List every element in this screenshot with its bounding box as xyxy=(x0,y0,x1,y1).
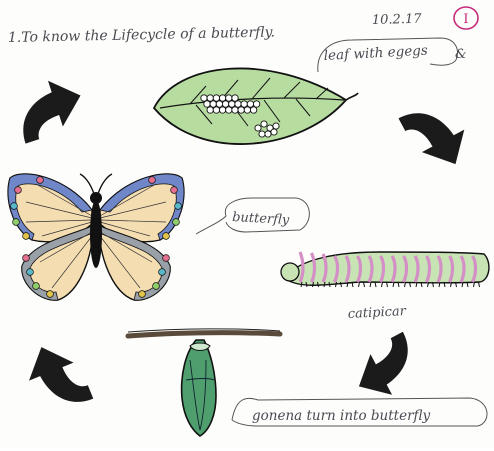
chrysalis-label: gonena turn into butterfly xyxy=(252,408,431,424)
page-number-badge: I xyxy=(454,7,478,29)
egg xyxy=(204,101,210,107)
butterfly-antennae xyxy=(80,174,112,194)
arrow-to-leaf-icon xyxy=(9,73,89,144)
arrow-to-butterfly-icon xyxy=(19,336,93,418)
egg xyxy=(265,131,271,137)
egg xyxy=(219,107,225,113)
egg xyxy=(207,107,213,113)
egg xyxy=(213,95,219,101)
chrysalis-cap xyxy=(190,343,210,351)
wing-spot xyxy=(27,269,34,276)
wing-spot xyxy=(37,177,44,184)
egg xyxy=(247,101,253,107)
wing-spot xyxy=(23,233,30,240)
wing-spot xyxy=(163,233,170,240)
egg xyxy=(201,95,207,101)
caterpillar-icon xyxy=(281,252,489,287)
egg xyxy=(271,129,277,135)
wing-spot xyxy=(171,187,178,194)
diagram-title: 1.To know the Lifecycle of a butterfly. xyxy=(8,24,275,46)
egg xyxy=(232,107,238,113)
chrysalis-stage: gonena turn into butterfly xyxy=(128,329,487,436)
page-number: I xyxy=(463,12,468,27)
egg xyxy=(213,107,219,113)
egg xyxy=(226,95,232,101)
wing-spot xyxy=(33,283,40,290)
egg xyxy=(253,101,259,107)
butterfly-stage: butterfly xyxy=(8,174,309,300)
wing-spot xyxy=(23,255,30,262)
egg xyxy=(259,131,265,137)
egg xyxy=(229,101,235,107)
wing-spot xyxy=(175,203,182,210)
wing-spot xyxy=(139,291,146,298)
wing-spot xyxy=(11,203,18,210)
egg xyxy=(238,107,244,113)
butterfly-label: butterfly xyxy=(232,210,290,228)
egg xyxy=(207,95,213,101)
diagram-date: 10.2.17 xyxy=(372,12,423,28)
arrow-to-chrysalis-icon xyxy=(346,332,427,407)
butterfly-head xyxy=(90,192,102,204)
leaf-stem xyxy=(346,93,358,100)
egg xyxy=(241,101,247,107)
egg xyxy=(244,107,250,113)
butterfly-body xyxy=(90,200,102,268)
egg xyxy=(219,95,225,101)
egg xyxy=(250,107,256,113)
arrow-to-caterpillar-icon xyxy=(399,94,477,178)
caterpillar-leg xyxy=(359,282,365,287)
egg xyxy=(273,123,279,129)
egg xyxy=(216,101,222,107)
wing-spot xyxy=(13,219,20,226)
caterpillar-stage: catipicar xyxy=(281,252,489,322)
wing-spot xyxy=(159,269,166,276)
leaf-label-mark: & xyxy=(455,47,467,62)
caterpillar-head xyxy=(281,263,299,281)
egg xyxy=(261,121,267,127)
wing-spot xyxy=(163,255,170,262)
butterfly-icon xyxy=(8,174,184,300)
egg xyxy=(235,101,241,107)
wing-spot xyxy=(153,283,160,290)
caterpillar-label: catipicar xyxy=(347,304,407,322)
wing-spot xyxy=(149,177,156,184)
leaf-label: leaf with egegs xyxy=(323,43,428,64)
egg xyxy=(210,101,216,107)
egg xyxy=(222,101,228,107)
egg xyxy=(255,125,261,131)
wing-spot xyxy=(47,291,54,298)
branch xyxy=(128,333,280,336)
egg xyxy=(232,95,238,101)
wing-spot xyxy=(15,187,22,194)
egg xyxy=(226,107,232,113)
wing-spot xyxy=(173,219,180,226)
